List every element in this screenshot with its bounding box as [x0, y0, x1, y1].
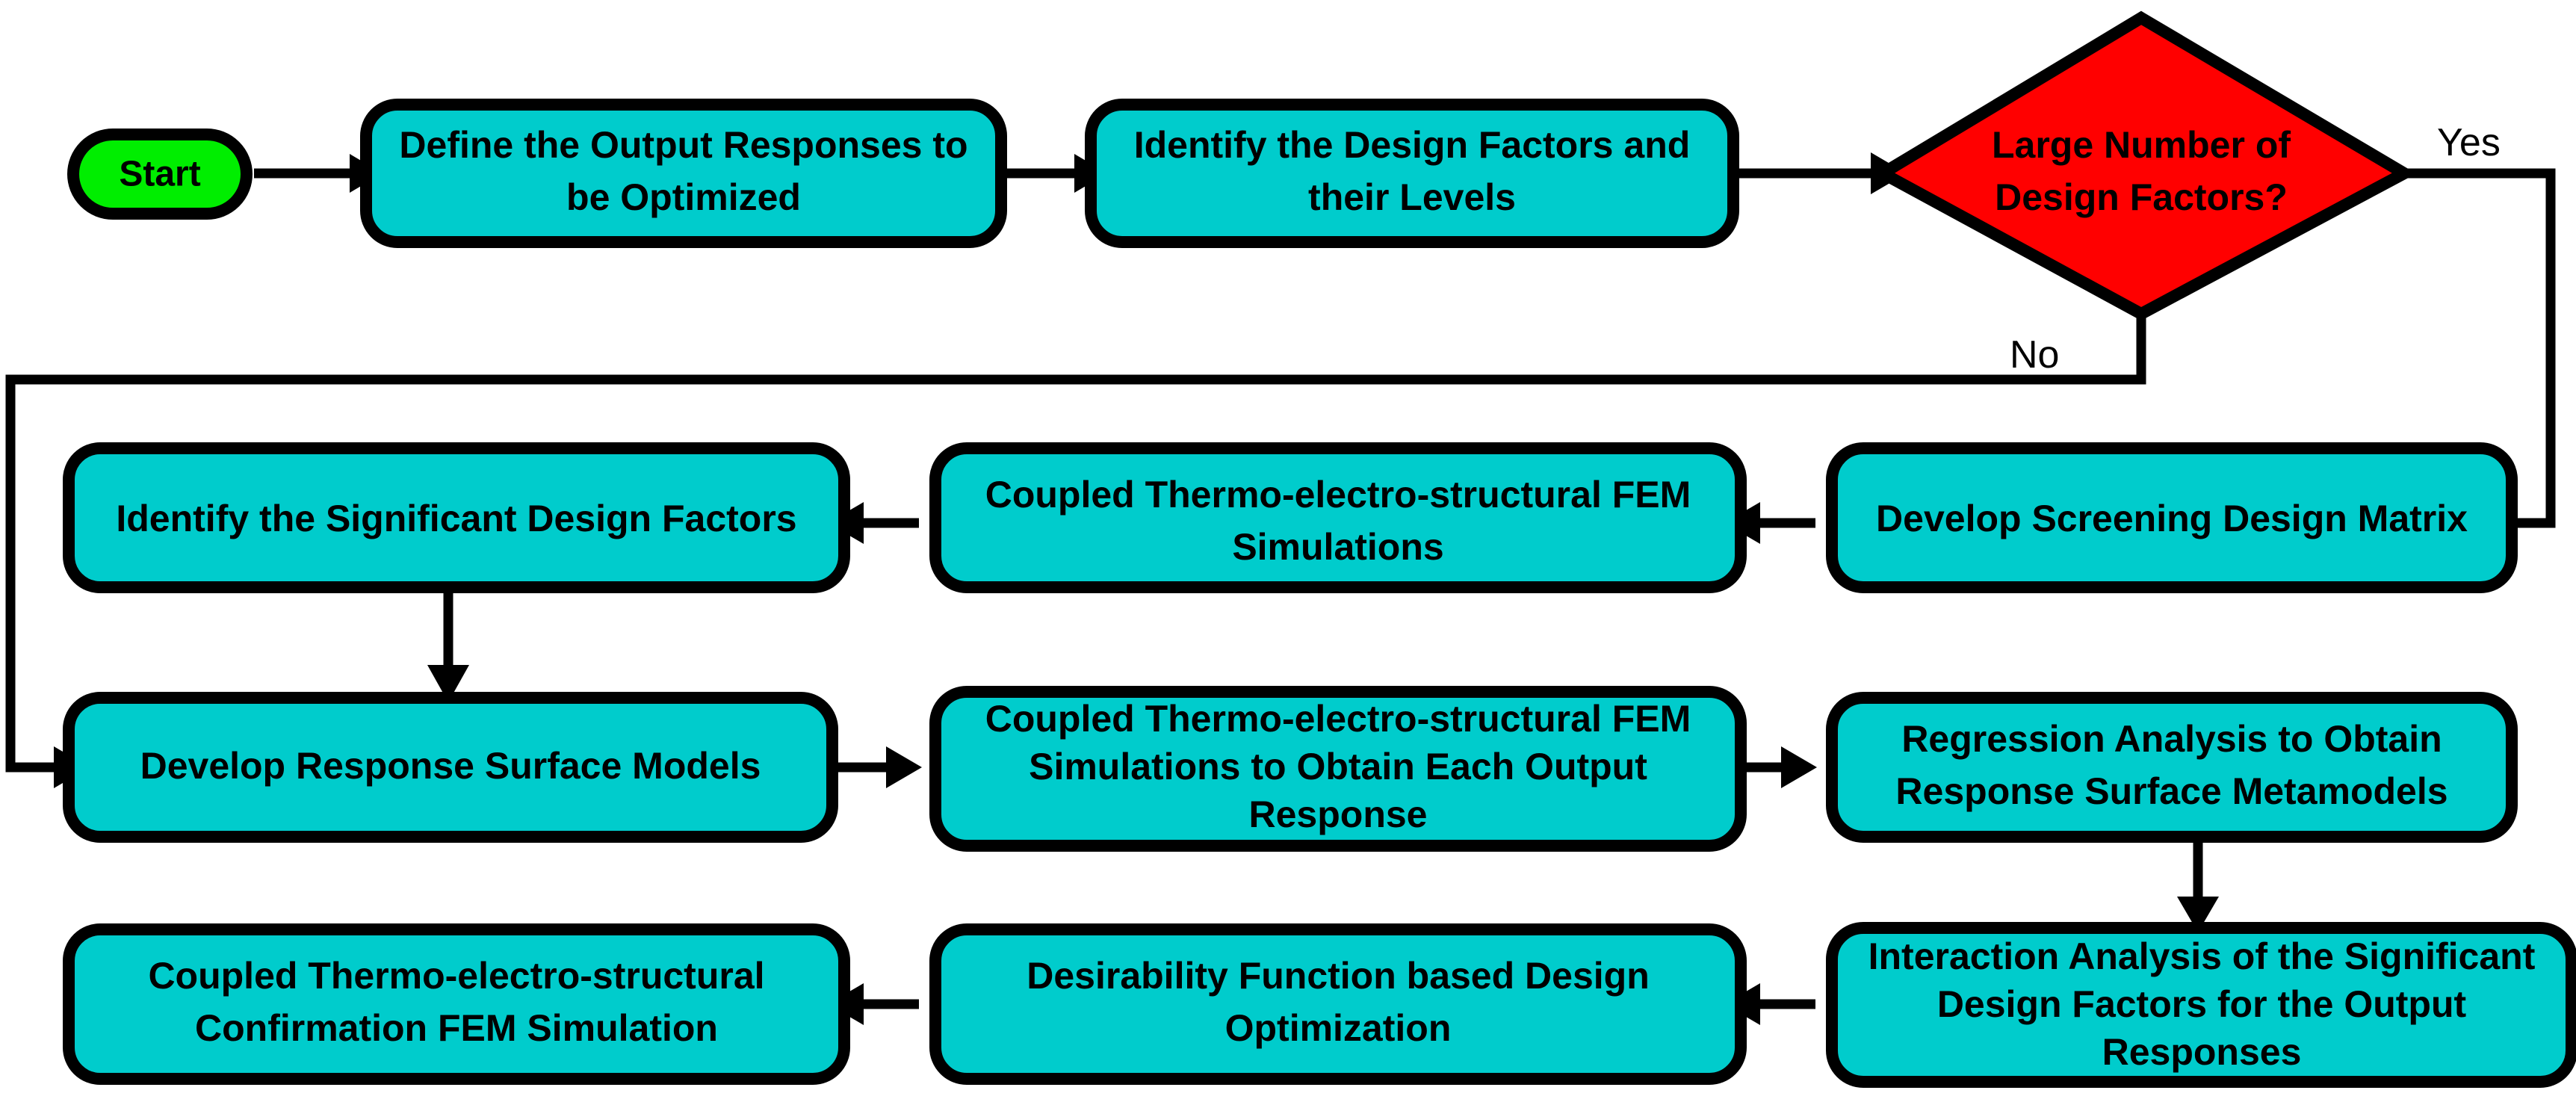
desirability-shape: [929, 923, 1747, 1085]
start-label: Start: [119, 155, 200, 194]
arrowhead-fem2-to-regression: [1781, 746, 1817, 788]
fem1-label-line-2: Simulations: [1232, 526, 1443, 568]
sigfactors-shape: [63, 442, 850, 593]
sigfactors-label: Identify the Significant Design Factors: [116, 498, 796, 539]
node-decision-large-number-of-design-factors[interactable]: Large Number of Design Factors?: [1870, 10, 2417, 321]
rsm-shape: [63, 692, 838, 843]
identify-shape: [1085, 99, 1739, 248]
arrowhead-rsm-to-fem2: [886, 746, 922, 788]
interaction-label-line-2: Design Factors for the Output: [1937, 983, 2467, 1025]
fem2-label-line-1: Coupled Thermo-electro-structural FEM: [985, 698, 1691, 740]
node-define-output-responses[interactable]: Define the Output Responses to be Optimi…: [360, 99, 1007, 248]
arrowhead-regression-to-interaction: [2177, 897, 2219, 932]
interaction-label-line-1: Interaction Analysis of the Significant: [1868, 935, 2536, 977]
confirm-shape: [63, 923, 850, 1085]
node-develop-screening-design-matrix[interactable]: Develop Screening Design Matrix: [1826, 442, 2518, 593]
desirability-label-line-2: Optimization: [1225, 1007, 1452, 1049]
confirm-label-line-1: Coupled Thermo-electro-structural: [148, 955, 764, 997]
node-confirmation-fem-simulation[interactable]: Coupled Thermo-electro-structural Confir…: [63, 923, 850, 1085]
regression-shape: [1826, 692, 2518, 843]
regression-label-line-2: Response Surface Metamodels: [1895, 770, 2447, 812]
decision-label-line-1: Large Number of: [1992, 124, 2291, 166]
define-label-line-2: be Optimized: [566, 176, 801, 218]
node-develop-response-surface-models[interactable]: Develop Response Surface Models: [63, 692, 838, 843]
edge-no-path: [5, 312, 2146, 773]
node-identify-design-factors[interactable]: Identify the Design Factors and their Le…: [1085, 99, 1739, 248]
node-desirability-function-optimization[interactable]: Desirability Function based Design Optim…: [929, 923, 1747, 1085]
node-regression-analysis[interactable]: Regression Analysis to Obtain Response S…: [1826, 692, 2518, 843]
interaction-label-line-3: Responses: [2102, 1031, 2302, 1073]
desirability-label-line-1: Desirability Function based Design: [1027, 955, 1650, 997]
edge-label-no: No: [2010, 333, 2059, 377]
identify-label-line-2: their Levels: [1308, 176, 1516, 218]
rsm-label: Develop Response Surface Models: [140, 745, 761, 787]
node-interaction-analysis[interactable]: Interaction Analysis of the Significant …: [1826, 922, 2576, 1088]
node-coupled-fem-simulations-each-output[interactable]: Coupled Thermo-electro-structural FEM Si…: [929, 686, 1747, 852]
node-coupled-fem-simulations[interactable]: Coupled Thermo-electro-structural FEM Si…: [929, 442, 1747, 593]
start-shape: [67, 129, 253, 220]
define-label-line-1: Define the Output Responses to: [399, 124, 967, 166]
fem1-shape: [929, 442, 1747, 593]
fem2-label-line-2: Simulations to Obtain Each Output: [1029, 746, 1647, 787]
edge-yes-path: [2406, 168, 2556, 528]
screening-label: Develop Screening Design Matrix: [1876, 498, 2468, 539]
define-shape: [360, 99, 1007, 248]
screening-shape: [1826, 442, 2518, 593]
confirm-label-line-2: Confirmation FEM Simulation: [195, 1007, 718, 1049]
regression-label-line-1: Regression Analysis to Obtain: [1901, 718, 2442, 760]
decision-label-line-2: Design Factors?: [1995, 176, 2288, 218]
edge-label-yes: Yes: [2437, 121, 2501, 164]
interaction-shape: [1826, 922, 2576, 1088]
fem2-shape: [929, 686, 1747, 852]
identify-label-line-1: Identify the Design Factors and: [1134, 124, 1691, 166]
node-identify-significant-design-factors[interactable]: Identify the Significant Design Factors: [63, 442, 850, 593]
node-start[interactable]: Start: [67, 129, 253, 220]
fem1-label-line-1: Coupled Thermo-electro-structural FEM: [985, 474, 1691, 516]
decision-shape: [1870, 10, 2417, 321]
arrowhead-sigfactors-to-rsm: [427, 665, 469, 702]
fem2-label-line-3: Response: [1249, 793, 1428, 835]
